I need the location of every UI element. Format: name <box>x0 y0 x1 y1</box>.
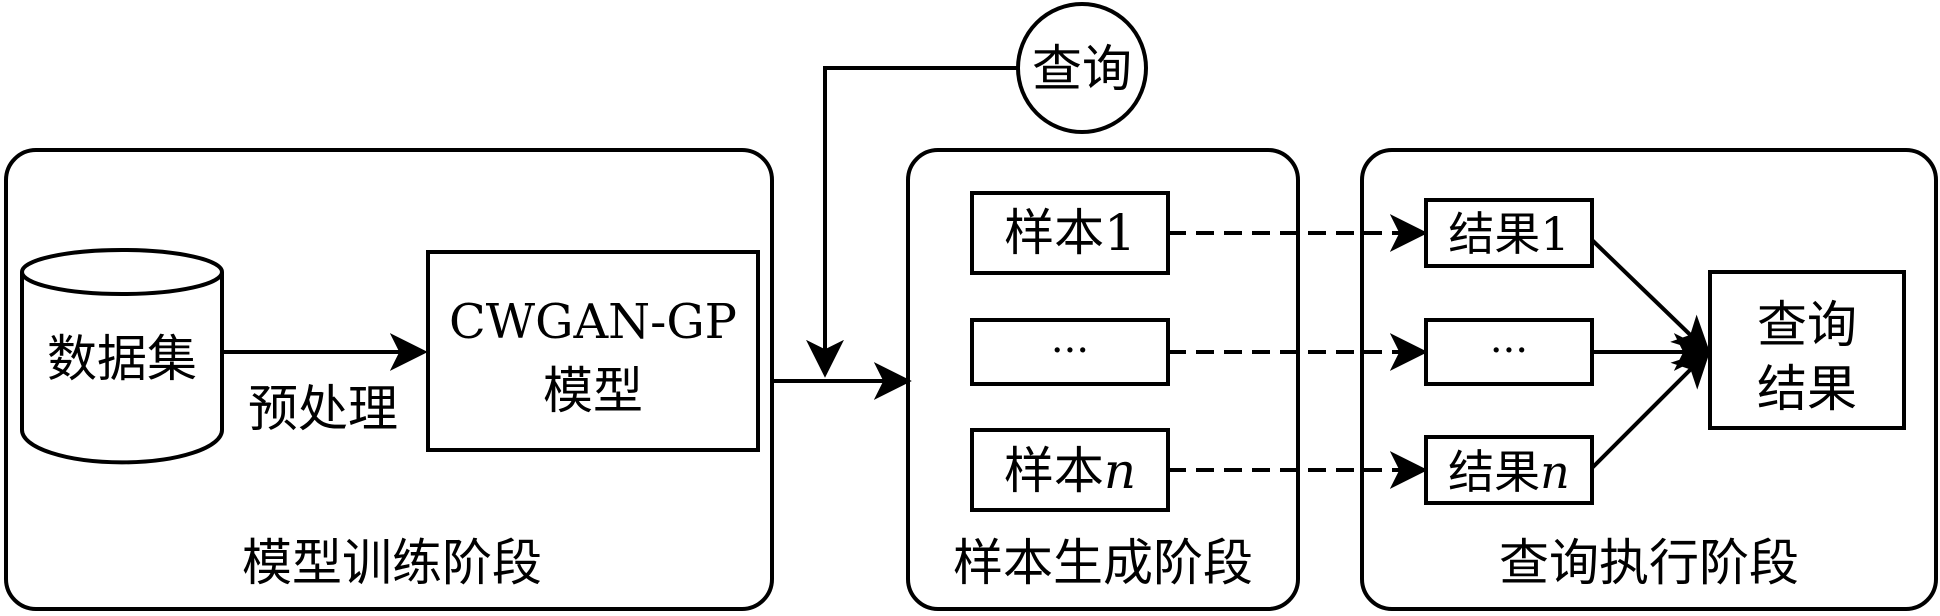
sample-first-index: 1 <box>1104 204 1136 262</box>
dataset-label: 数据集 <box>47 330 197 388</box>
result-last-index: n <box>1540 445 1570 499</box>
execution-stage-title: 查询执行阶段 <box>1499 534 1799 592</box>
model-label-line1: CWGAN-GP <box>449 294 737 350</box>
sample-first-prefix: 样本 <box>1004 204 1104 262</box>
result-last-prefix: 结果 <box>1448 445 1540 499</box>
result-first-label: 结果1 <box>1448 207 1569 261</box>
execution-stage-panel <box>1360 148 1938 611</box>
query-node-label: 查询 <box>1032 40 1132 98</box>
final-result-line2: 结果 <box>1757 360 1857 418</box>
model-label-line2: 模型 <box>543 362 643 420</box>
result-middle-label: ··· <box>1490 328 1528 374</box>
model-box <box>426 250 760 452</box>
merge-arrow-first <box>1590 238 1711 355</box>
result-last-label: 结果n <box>1448 445 1570 499</box>
sample-last-label: 样本n <box>1004 442 1136 500</box>
result-first-prefix: 结果 <box>1448 207 1540 261</box>
sample-last-prefix: 样本 <box>1004 442 1104 500</box>
sample-last-box <box>970 428 1170 512</box>
result-middle-box <box>1424 318 1594 386</box>
sample-first-box <box>970 191 1170 275</box>
result-first-box <box>1424 198 1594 268</box>
preprocess-label: 预处理 <box>248 380 398 438</box>
final-result-box <box>1708 270 1906 430</box>
sample-last-index: n <box>1104 442 1136 500</box>
training-stage-title: 模型训练阶段 <box>242 534 542 592</box>
final-result-line1: 查询 <box>1757 296 1857 354</box>
sample-middle-box <box>970 318 1170 386</box>
merge-arrow-last <box>1590 349 1711 470</box>
sample-middle-label: ··· <box>1051 328 1089 374</box>
result-first-index: 1 <box>1540 207 1569 261</box>
result-last-box <box>1424 435 1594 505</box>
query-arrow <box>806 66 1018 378</box>
sample-first-label: 样本1 <box>1004 204 1136 262</box>
sampling-stage-title: 样本生成阶段 <box>953 534 1253 592</box>
dataset-cylinder <box>20 248 224 465</box>
